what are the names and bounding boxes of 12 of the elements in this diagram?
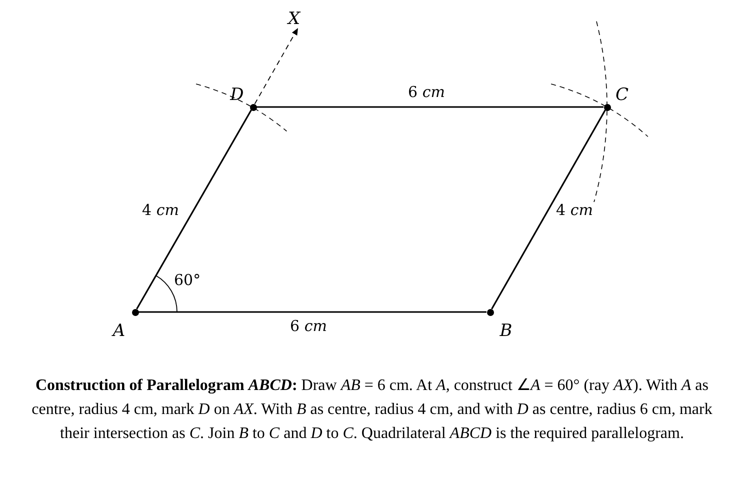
caption: Construction of Parallelogram ABCD: Draw AB = 6 cm. At A, construct ∠A = 60° (ray AX). With A as centre, radius 4 cm, mark D on AX. With B as centre, radius 4 cm, and with D as centre, radius 6 cm, mark their intersection as C. Join B to C and D to C. Quadrilateral ABCD is the required parallelogram. <box>30 376 714 444</box>
edge-label: 6 cm <box>406 84 447 100</box>
angle-label: 60° <box>173 272 202 288</box>
ray-arrow <box>254 28 298 104</box>
edge-label: 4 cm <box>140 202 181 218</box>
ray-end-label: X <box>286 10 302 28</box>
side-line <box>256 106 604 108</box>
edge-label: 4 cm <box>554 202 595 218</box>
side-line <box>138 311 486 313</box>
edge-label: 6 cm <box>288 318 329 334</box>
side-line <box>491 110 606 310</box>
side-line <box>136 110 252 310</box>
